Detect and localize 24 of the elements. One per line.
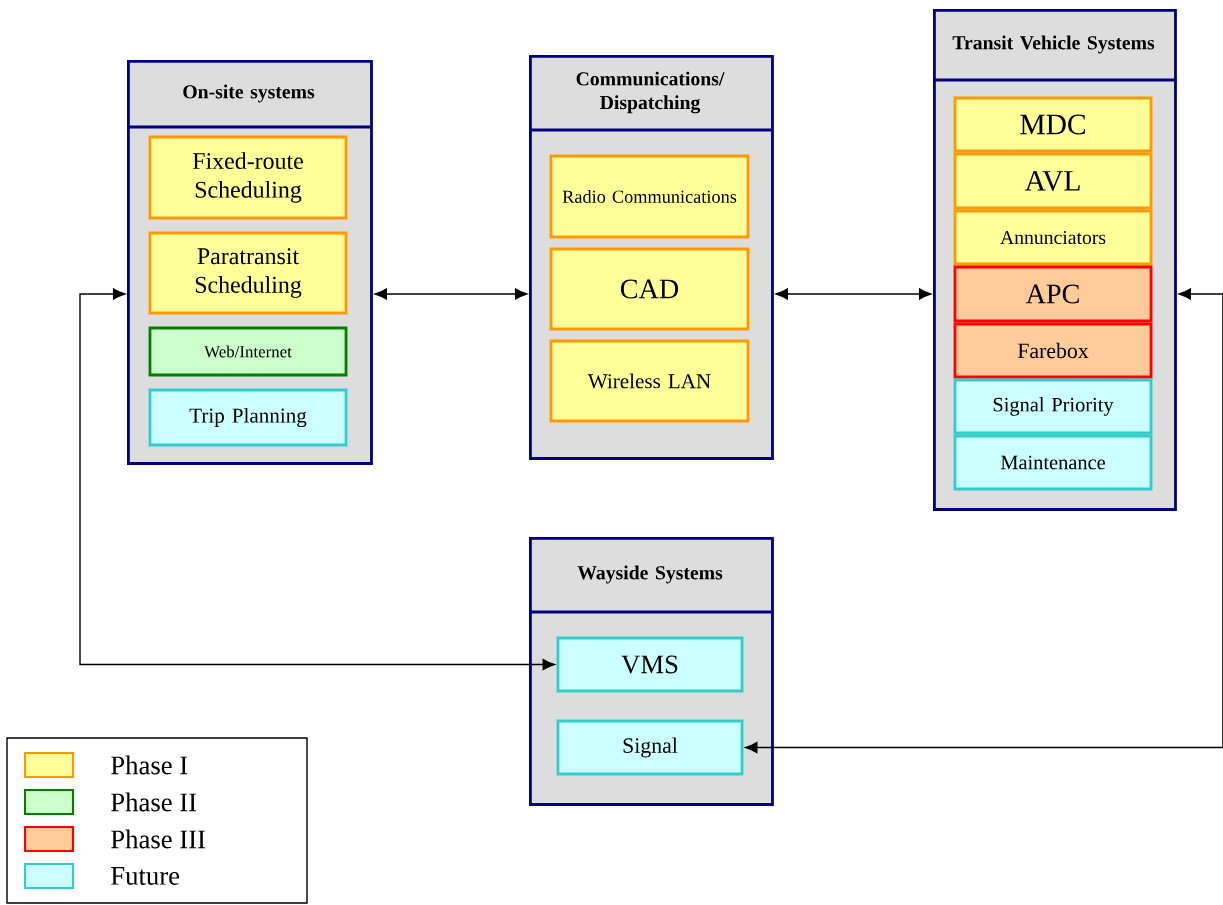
system-box: Farebox: [953, 322, 1153, 379]
system-box: AVL: [953, 152, 1153, 210]
arrow: [775, 288, 932, 300]
legend-label: Phase I: [111, 755, 188, 775]
arrow: [745, 288, 1223, 754]
system-box: Trip Planning: [148, 388, 348, 447]
arrow: [374, 288, 528, 300]
system-box: Annunciators: [953, 209, 1153, 266]
system-box: Signal: [556, 719, 744, 776]
system-box: CAD: [549, 247, 750, 331]
legend-label: Future: [111, 867, 180, 885]
system-box: Signal Priority: [953, 378, 1153, 435]
system-box: Wireless LAN: [549, 339, 750, 423]
system-box: Maintenance: [953, 434, 1153, 491]
system-box: MDC: [953, 96, 1153, 153]
system-box: APC: [953, 265, 1153, 323]
system-box: VMS: [556, 636, 744, 693]
system-box: Web/Internet: [148, 326, 348, 377]
system-box: Fixed-route Scheduling: [148, 135, 348, 220]
legend-label: Phase III: [111, 829, 206, 849]
system-box: Radio Communications: [549, 154, 750, 239]
arrow: [79, 288, 555, 671]
system-box: Paratransit Scheduling: [148, 231, 348, 315]
legend-label: Phase II: [111, 792, 197, 812]
